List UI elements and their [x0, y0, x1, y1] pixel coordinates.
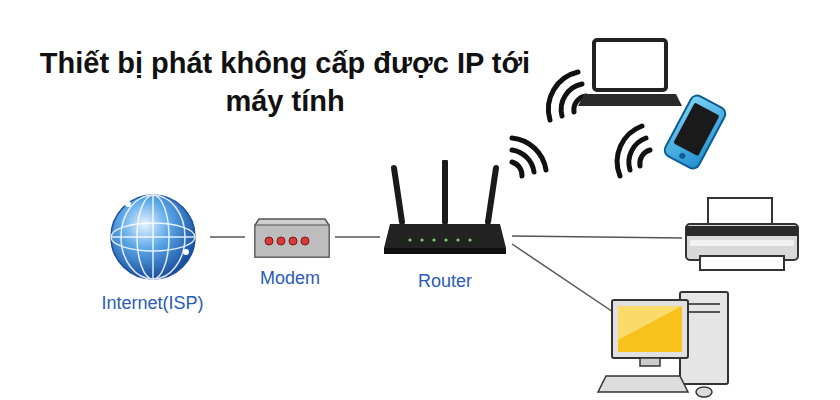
- device-label: Router: [414, 270, 476, 292]
- globe-icon: [98, 182, 208, 292]
- diagram-title: Thiết bị phát không cấp được IP tới máy …: [30, 44, 540, 120]
- pc-icon: [598, 292, 728, 397]
- device-label: Modem: [256, 267, 324, 289]
- device-node: Modem: [245, 207, 335, 289]
- router-icon: [380, 160, 510, 270]
- laptop-icon: [578, 40, 682, 106]
- pc-wire: [512, 244, 622, 318]
- printer-wire: [512, 236, 682, 238]
- router-wifi: [512, 138, 546, 176]
- network-cable: [335, 236, 380, 238]
- printer-icon: [686, 198, 798, 270]
- network-cable: [210, 236, 245, 238]
- device-label: Internet(ISP): [97, 292, 207, 314]
- phone-icon: [662, 93, 727, 171]
- device-node: Router: [380, 160, 510, 292]
- device-node: Internet(ISP): [95, 182, 210, 314]
- modem-icon: [245, 207, 335, 267]
- phone-wifi: [617, 126, 650, 176]
- laptop-wifi: [548, 72, 586, 120]
